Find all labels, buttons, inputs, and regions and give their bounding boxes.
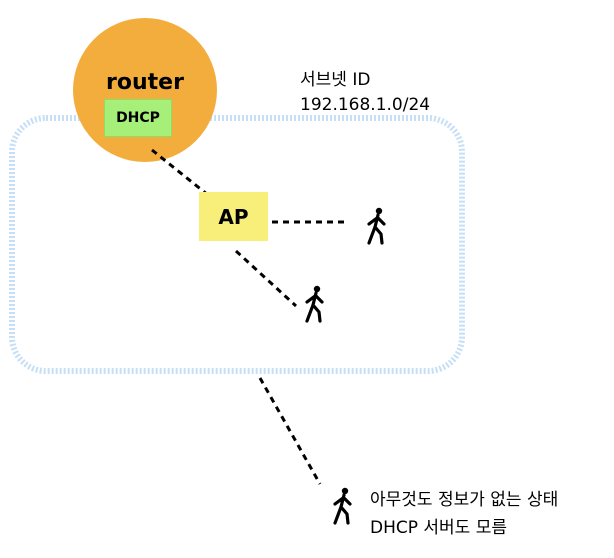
walking-person-icon: [305, 284, 324, 323]
subnet-title: 서브넷 ID: [300, 70, 371, 90]
link-router-ap: [151, 148, 209, 197]
note-line-2: DHCP 서버도 모름: [370, 518, 508, 538]
walking-person-icon: [333, 486, 352, 525]
link-ap-client2: [234, 249, 298, 308]
dhcp-badge: DHCP: [104, 99, 172, 137]
note-line-1: 아무것도 정보가 없는 상태: [370, 490, 559, 510]
subnet-address: 192.168.1.0/24: [300, 95, 431, 115]
router-label: router: [106, 70, 184, 95]
subnet-boundary: [9, 115, 465, 374]
walking-person-icon: [367, 206, 386, 245]
outside-client-note: 아무것도 정보가 없는 상태 DHCP 서버도 모름: [370, 486, 558, 542]
access-point-node: AP: [199, 192, 268, 241]
link-subnet-outside: [258, 377, 322, 485]
subnet-label: 서브넷 ID 192.168.1.0/24: [300, 68, 430, 118]
